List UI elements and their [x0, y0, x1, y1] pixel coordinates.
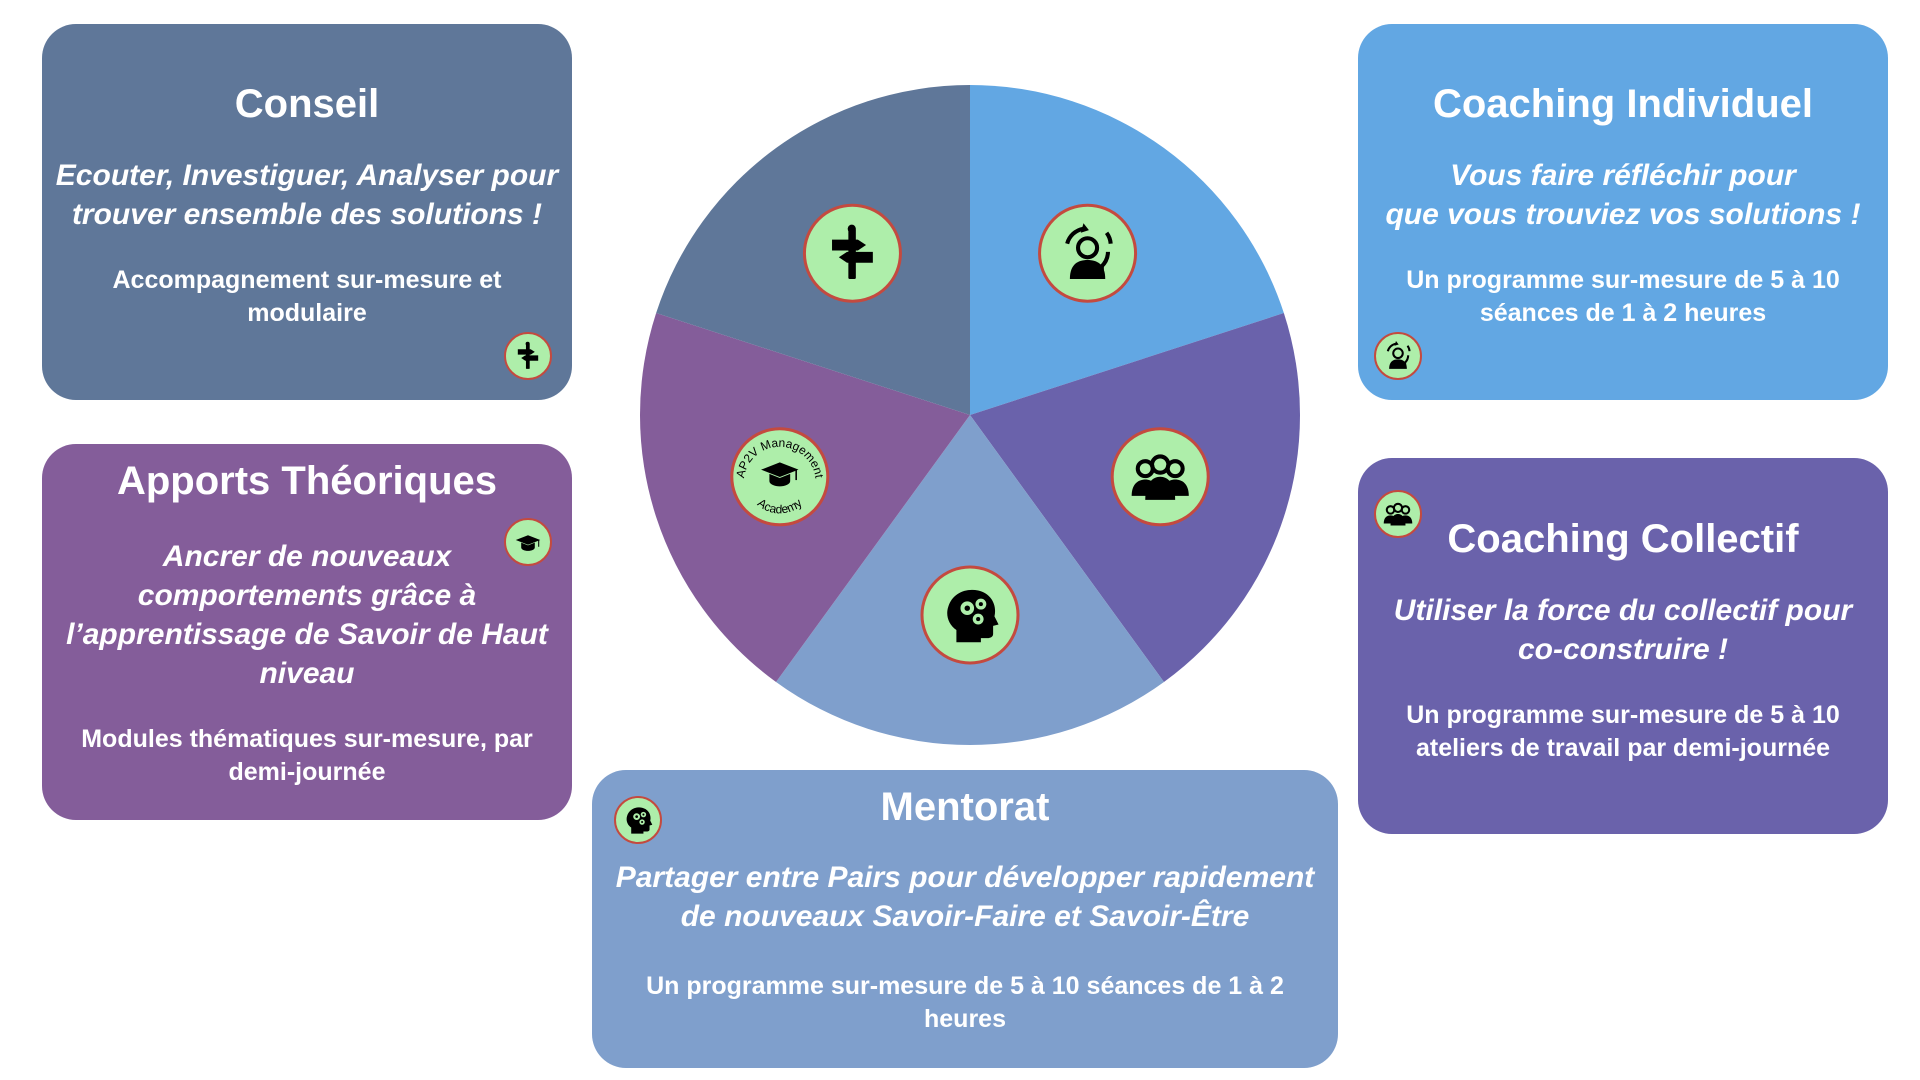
card-title: Coaching Individuel: [1432, 82, 1814, 126]
tagline-line: l’apprentissage de Savoir de Haut: [66, 618, 548, 651]
card-coaching-collectif: Coaching Collectif Utiliser la force du …: [1358, 458, 1888, 834]
detail-line: Modules thématiques sur-mesure, par: [81, 725, 533, 753]
card-apports-theoriques: Apports Théoriques Ancrer de nouveaux co…: [42, 444, 572, 820]
card-tagline: Partager entre Pairs pour développer rap…: [600, 858, 1330, 936]
tagline-line: de nouveaux Savoir-Faire et Savoir-Être: [680, 900, 1250, 933]
tagline-line: Utiliser la force du collectif pour: [1393, 594, 1853, 627]
card-conseil: Conseil Ecouter, Investiguer, Analyser p…: [42, 24, 572, 400]
coach-person-arrows-icon: [1038, 203, 1138, 303]
card-detail: Un programme sur-mesure de 5 à 10 séance…: [1366, 264, 1880, 330]
tagline-line: Partager entre Pairs pour développer rap…: [615, 861, 1315, 894]
card-tagline: Ecouter, Investiguer, Analyser pour trou…: [50, 156, 564, 234]
card-detail: Accompagnement sur-mesure et modulaire: [50, 264, 564, 330]
detail-line: Un programme sur-mesure de 5 à 10: [1406, 266, 1840, 294]
head-gears-icon: [614, 796, 662, 844]
detail-line: séances de 1 à 2 heures: [1479, 299, 1767, 327]
tagline-line: trouver ensemble des solutions !: [71, 198, 543, 231]
card-title: Coaching Collectif: [1447, 517, 1799, 561]
card-title: Apports Théoriques: [116, 459, 498, 503]
detail-line: Un programme sur-mesure de 5 à 10 séance…: [646, 972, 1284, 1000]
group-people-icon: [1374, 490, 1422, 538]
card-mentorat: Mentorat Partager entre Pairs pour dével…: [592, 770, 1338, 1068]
graduation-cap-academy-icon: [504, 518, 552, 566]
group-people-icon: [1110, 427, 1210, 527]
card-tagline: Vous faire réfléchir pour que vous trouv…: [1366, 156, 1880, 234]
tagline-line: niveau: [259, 657, 355, 690]
tagline-line: co-construire !: [1517, 633, 1729, 666]
card-detail: Un programme sur-mesure de 5 à 10 atelie…: [1366, 699, 1880, 765]
tagline-line: Ancrer de nouveaux: [162, 540, 452, 573]
detail-line: ateliers de travail par demi-journée: [1415, 734, 1831, 762]
detail-line: Accompagnement sur-mesure et: [112, 266, 502, 294]
detail-line: Un programme sur-mesure de 5 à 10: [1406, 701, 1840, 729]
card-detail: Un programme sur-mesure de 5 à 10 séance…: [600, 970, 1330, 1036]
card-tagline: Utiliser la force du collectif pour co-c…: [1366, 591, 1880, 669]
card-detail: Modules thématiques sur-mesure, par demi…: [50, 723, 564, 789]
card-title: Mentorat: [880, 785, 1050, 829]
signpost-icon: [802, 203, 902, 303]
coach-person-arrows-icon: [1374, 332, 1422, 380]
card-title: Conseil: [234, 82, 380, 126]
card-coaching-individuel: Coaching Individuel Vous faire réfléchir…: [1358, 24, 1888, 400]
tagline-line: Vous faire réfléchir pour: [1450, 159, 1796, 192]
card-tagline: Ancrer de nouveaux comportements grâce à…: [50, 537, 564, 693]
tagline-line: que vous trouviez vos solutions !: [1385, 198, 1861, 231]
tagline-line: Ecouter, Investiguer, Analyser pour: [55, 159, 559, 192]
detail-line: modulaire: [247, 299, 367, 327]
signpost-icon: [504, 332, 552, 380]
head-gears-icon: [920, 565, 1020, 665]
detail-line: demi-journée: [228, 758, 386, 786]
detail-line: heures: [924, 1005, 1006, 1033]
tagline-line: comportements grâce à: [137, 579, 477, 612]
academy-logo-bottom-text: Academy: [755, 496, 805, 517]
